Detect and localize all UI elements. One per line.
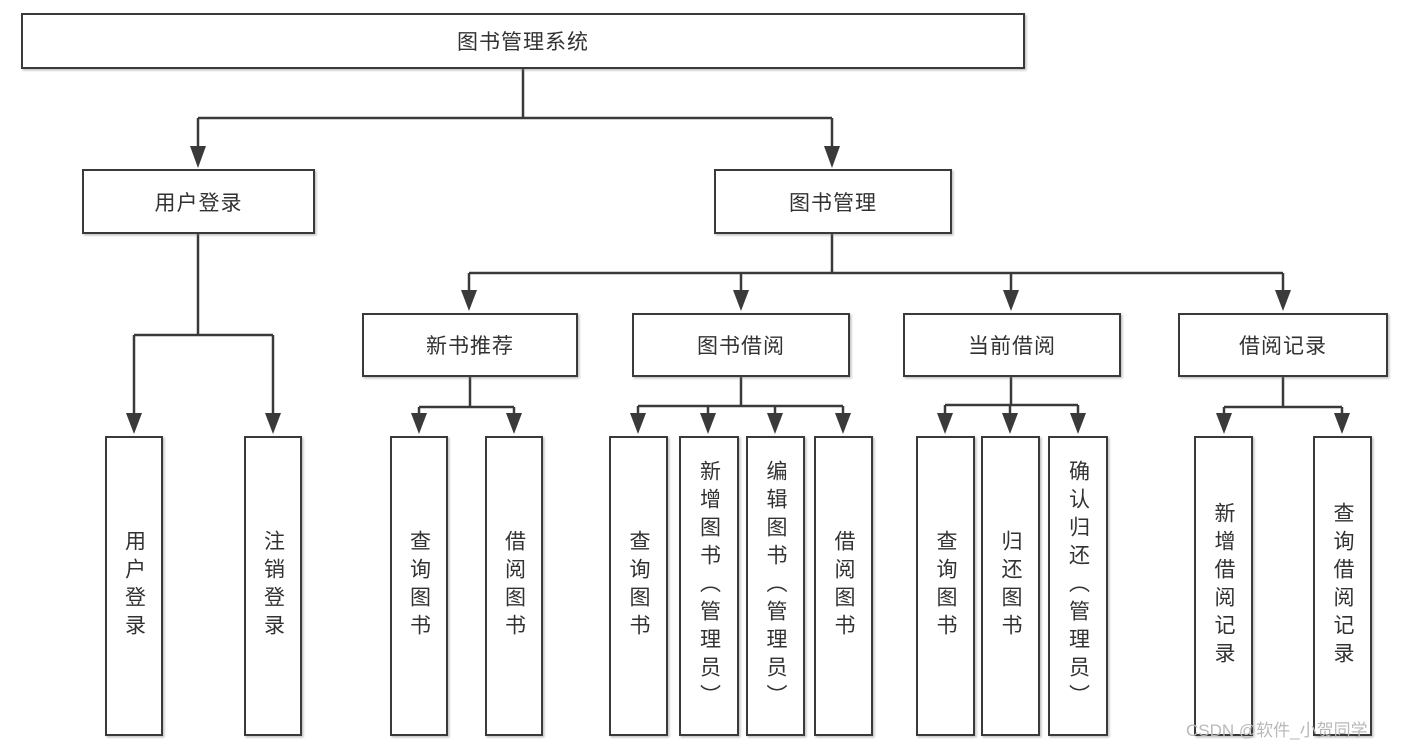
leaf-query-books-borrowing: 查询图书 bbox=[609, 436, 668, 736]
leaf-label: 借阅图书 bbox=[502, 530, 526, 642]
node-label: 借阅记录 bbox=[1239, 335, 1327, 358]
leaf-label: 查询图书 bbox=[934, 530, 957, 642]
node-user-login: 用户登录 bbox=[82, 169, 315, 234]
leaf-confirm-return-admin: 确认归还（管理员） bbox=[1048, 436, 1108, 736]
node-book-management: 图书管理 bbox=[714, 169, 952, 234]
leaf-label: 借阅图书 bbox=[832, 530, 855, 642]
node-label: 当前借阅 bbox=[968, 335, 1056, 358]
leaf-label: 用户登录 bbox=[122, 530, 146, 642]
leaf-borrow-books: 借阅图书 bbox=[814, 436, 873, 736]
node-label: 新书推荐 bbox=[426, 335, 514, 358]
leaf-add-borrow-record: 新增借阅记录 bbox=[1194, 436, 1253, 736]
node-borrowing-records: 借阅记录 bbox=[1178, 313, 1388, 377]
leaf-label: 确认归还（管理员） bbox=[1066, 460, 1090, 712]
leaf-borrow-books-recommend: 借阅图书 bbox=[485, 436, 543, 736]
leaf-logout: 注销登录 bbox=[244, 436, 302, 736]
leaf-label: 编辑图书（管理员） bbox=[764, 460, 787, 712]
leaf-label: 新增借阅记录 bbox=[1212, 502, 1235, 670]
leaf-user-login: 用户登录 bbox=[105, 436, 163, 736]
leaf-label: 新增图书（管理员） bbox=[697, 460, 721, 712]
node-current-borrowing: 当前借阅 bbox=[903, 313, 1121, 377]
csdn-watermark: CSDN @软件_小贺同学 bbox=[1186, 721, 1368, 740]
leaf-label: 查询图书 bbox=[627, 530, 650, 642]
leaf-label: 注销登录 bbox=[261, 530, 285, 642]
node-label: 图书管理 bbox=[789, 191, 877, 215]
node-library-management-system: 图书管理系统 bbox=[21, 13, 1025, 69]
leaf-add-books-admin: 新增图书（管理员） bbox=[679, 436, 739, 736]
leaf-query-borrow-record: 查询借阅记录 bbox=[1313, 436, 1372, 736]
leaf-query-books-recommend: 查询图书 bbox=[390, 436, 448, 736]
node-book-borrowing: 图书借阅 bbox=[632, 313, 850, 377]
leaf-query-books-current: 查询图书 bbox=[916, 436, 975, 736]
leaf-label: 归还图书 bbox=[999, 530, 1022, 642]
node-label: 用户登录 bbox=[154, 191, 243, 215]
node-label: 图书借阅 bbox=[697, 335, 785, 358]
leaf-label: 查询借阅记录 bbox=[1331, 502, 1354, 670]
leaf-label: 查询图书 bbox=[407, 530, 431, 642]
leaf-edit-books-admin: 编辑图书（管理员） bbox=[746, 436, 805, 736]
node-new-book-recommendation: 新书推荐 bbox=[362, 313, 578, 377]
node-label: 图书管理系统 bbox=[457, 31, 589, 54]
leaf-return-books: 归还图书 bbox=[981, 436, 1040, 736]
